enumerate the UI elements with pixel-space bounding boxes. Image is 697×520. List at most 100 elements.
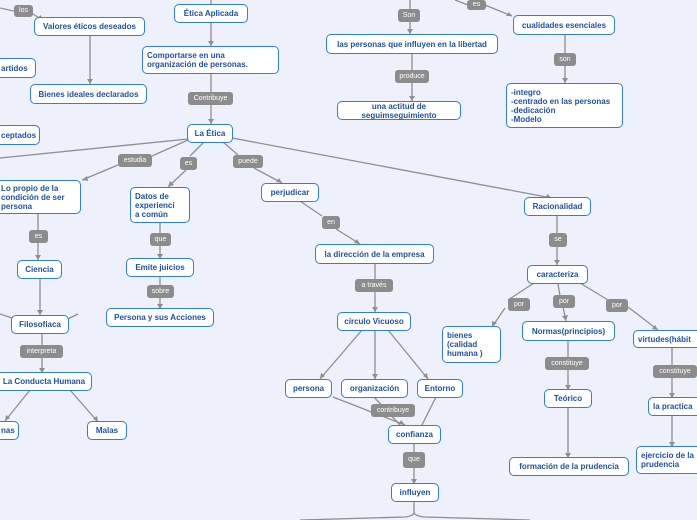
node-malas[interactable]: Malas — [87, 421, 127, 440]
arrowhead — [565, 385, 571, 390]
node-entorno[interactable]: Entorno — [417, 379, 463, 398]
edge — [332, 396, 406, 426]
arrowhead — [407, 29, 413, 34]
arrowhead — [82, 176, 88, 181]
arrowhead — [208, 119, 214, 124]
link-label-produce: produce — [395, 70, 429, 83]
node-partidos[interactable]: artidos — [0, 58, 36, 78]
arrowhead — [669, 393, 675, 398]
link-label-constituye-teorico: constituye — [545, 357, 589, 370]
node-aceptados[interactable]: ceptados — [0, 125, 40, 145]
arrowhead — [562, 315, 568, 321]
link-label-por-virtudes: por — [606, 299, 628, 312]
node-comportarse[interactable]: Comportarse en una organización de perso… — [142, 46, 279, 74]
node-conducta-humana[interactable]: La Conducta Humana — [0, 372, 92, 391]
arrowhead — [492, 321, 497, 327]
edge — [0, 138, 189, 159]
arrowhead — [506, 12, 512, 16]
node-ejercicio-prudencia[interactable]: ejercicio de la prudencia — [636, 446, 697, 474]
link-label-por-bienes: por — [508, 298, 530, 311]
arrowhead — [37, 310, 43, 315]
edge — [4, 389, 31, 422]
node-etica-aplicada[interactable]: Ética Aplicada — [174, 4, 248, 23]
node-bienes-ideales[interactable]: Bienes ideales declarados — [30, 84, 147, 104]
node-la-etica[interactable]: La Ética — [187, 124, 233, 143]
link-label-contribuye: Contribuye — [188, 92, 233, 105]
edge — [579, 282, 659, 331]
arrowhead — [565, 453, 571, 458]
node-cualidades[interactable]: cualidades esenciales — [513, 15, 615, 35]
node-datos-experiencia[interactable]: Datos de experienci a común — [130, 187, 190, 223]
node-circulo-vicioso[interactable]: círculo Vicuoso — [337, 312, 411, 331]
arrowhead — [669, 442, 675, 447]
edge — [231, 137, 553, 199]
arrowhead — [35, 255, 41, 260]
node-caracteriza[interactable]: caracteriza — [527, 265, 588, 284]
link-label-puede: puede — [233, 155, 263, 168]
link-label-son-top: Son — [398, 9, 420, 22]
link-label-es-ciencia: es — [29, 230, 48, 243]
link-label-interpreta: interpreta — [20, 345, 63, 358]
node-propio-condicion[interactable]: Lo propio de la condición de ser persona — [0, 180, 81, 214]
arrowhead — [409, 96, 415, 101]
node-lista-cualidades[interactable]: -integro -centrado en las personas -dedi… — [506, 83, 623, 128]
node-bienes-calidad[interactable]: bienes (calidad humana ) — [442, 326, 501, 363]
arrowhead — [554, 260, 560, 265]
link-label-que-influyen: que — [403, 452, 425, 468]
link-label-a-traves: a través — [355, 279, 393, 292]
arrowhead — [652, 325, 658, 330]
arrowhead — [320, 373, 325, 379]
node-personas-influyen[interactable]: las personas que influyen en la libertad — [326, 34, 498, 54]
arrowhead — [562, 78, 568, 83]
link-label-contribuye-confianza: contribuye — [371, 404, 415, 417]
node-teorico[interactable]: Teórico — [544, 389, 592, 408]
arrowhead — [276, 178, 282, 183]
node-normas[interactable]: Normas(principios) — [522, 321, 615, 341]
arrowhead — [423, 373, 428, 379]
node-direccion-empresa[interactable]: la dirección de la empresa — [315, 244, 434, 264]
edge — [299, 502, 531, 520]
link-label-es-top: es — [467, 0, 486, 10]
arrowhead — [157, 254, 163, 259]
link-label-se: se — [549, 233, 567, 247]
link-label-en: en — [322, 216, 340, 229]
node-persona-acciones[interactable]: Persona y sus Acciones — [106, 308, 214, 327]
node-confianza[interactable]: confianza — [388, 425, 441, 444]
link-label-son-cualidades: son — [554, 53, 576, 66]
edge — [0, 313, 13, 319]
edge — [421, 396, 437, 426]
node-formacion-prudencia[interactable]: formación de la prudencia — [509, 457, 629, 476]
edge — [81, 139, 189, 181]
node-ciencia[interactable]: Ciencia — [17, 260, 62, 279]
node-influyen[interactable]: influyen — [391, 483, 439, 502]
link-label-por-normas: por — [553, 295, 575, 308]
link-label-constituye-practica: constituye — [653, 365, 697, 378]
node-perjudicar[interactable]: perjudicar — [261, 183, 319, 202]
edge — [387, 329, 429, 380]
arrowhead — [87, 79, 93, 84]
node-organizacion[interactable]: organización — [341, 379, 408, 398]
arrowhead — [39, 368, 45, 373]
link-label-es: es — [180, 157, 197, 170]
node-la-practica[interactable]: la practica — [648, 397, 697, 416]
arrowhead — [5, 415, 10, 421]
node-virtudes[interactable]: virtudes(hábit — [633, 330, 697, 348]
arrowhead — [157, 304, 163, 309]
node-emite-juicios[interactable]: Emite juicios — [126, 258, 194, 277]
node-nas[interactable]: nas — [0, 421, 19, 440]
node-filosofica[interactable]: Filosofiaca — [11, 315, 69, 334]
link-label-los: los — [14, 5, 33, 17]
link-label-sobre: sobre — [147, 285, 174, 298]
node-persona[interactable]: persona — [285, 379, 332, 398]
node-racionalidad[interactable]: Racionalidad — [524, 197, 591, 216]
node-actitud[interactable]: una actitud de seguimseguimiento — [337, 101, 461, 120]
arrowhead — [208, 41, 214, 46]
arrowhead — [372, 307, 378, 312]
link-label-estudia: estudia — [118, 154, 152, 167]
arrowhead — [372, 374, 378, 379]
edge — [69, 389, 99, 423]
arrowhead — [93, 416, 98, 422]
node-valores-eticos[interactable]: Valores éticos deseados — [34, 17, 145, 36]
arrowhead — [399, 420, 405, 425]
